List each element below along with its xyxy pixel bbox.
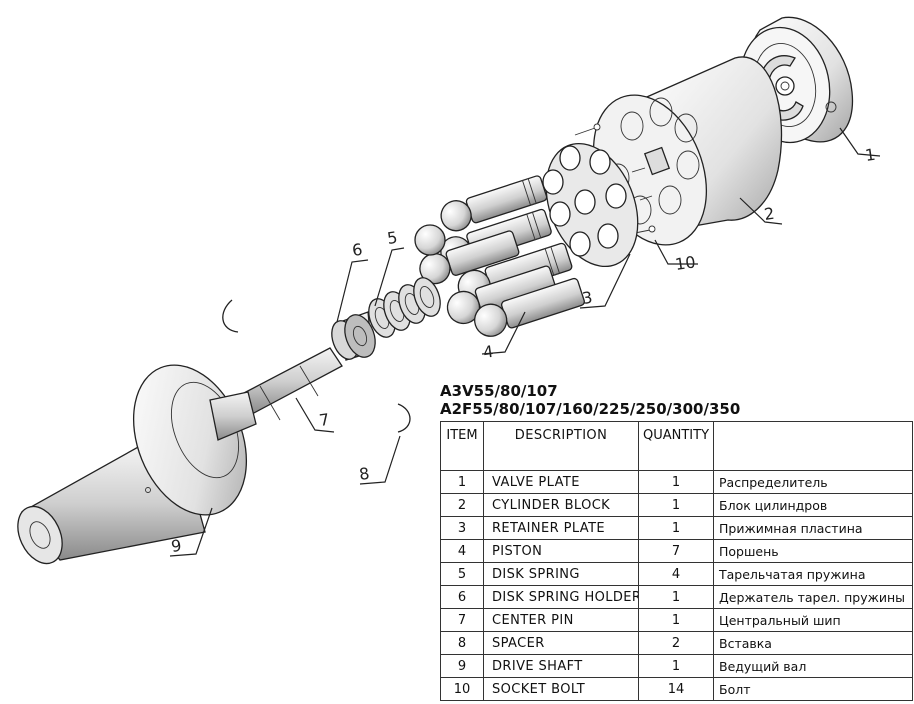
item-cell: 3 (440, 516, 484, 540)
quantity-cell: 4 (638, 562, 714, 586)
description-cell: VALVE PLATE (483, 470, 639, 494)
description-cell: DRIVE SHAFT (483, 654, 639, 678)
callout-3: 3 (581, 288, 594, 308)
callout-1: 1 (864, 145, 877, 165)
description-cell: DISK SPRING (483, 562, 639, 586)
item-cell: 9 (440, 654, 484, 678)
disk-spring-holder-part (331, 311, 376, 361)
russian-name-cell: Болт (713, 677, 913, 701)
quantity-cell: 1 (638, 516, 714, 540)
russian-name-cell: Вставка (713, 631, 913, 655)
callout-8: 8 (358, 464, 371, 484)
item-cell: 2 (440, 493, 484, 517)
spacer-part (222, 299, 411, 433)
russian-name-cell: Блок цилиндров (713, 493, 913, 517)
description-cell: CYLINDER BLOCK (483, 493, 639, 517)
russian-name-cell: Держатель тарел. пружины (713, 585, 913, 609)
russian-name-cell: Поршень (713, 539, 913, 563)
item-cell: 10 (440, 677, 484, 701)
description-cell: CENTER PIN (483, 608, 639, 632)
leader-lines (169, 127, 881, 557)
russian-name-cell: Тарельчатая пружина (713, 562, 913, 586)
item-cell: 5 (440, 562, 484, 586)
retainer-plate-part (542, 142, 639, 268)
item-cell: 6 (440, 585, 484, 609)
description-cell: RETAINER PLATE (483, 516, 639, 540)
disk-spring-part (368, 277, 441, 338)
callout-labels: 1 2 3 4 5 6 7 8 9 10 (170, 145, 877, 556)
item-cell: 1 (440, 470, 484, 494)
russian-name-cell: Ведущий вал (713, 654, 913, 678)
quantity-cell: 1 (638, 654, 714, 678)
header-russian (713, 421, 913, 471)
callout-4: 4 (482, 342, 495, 362)
drive-shaft-part (17, 364, 257, 565)
header-item: ITEM (440, 421, 484, 471)
item-cell: 8 (440, 631, 484, 655)
quantity-cell: 7 (638, 539, 714, 563)
quantity-cell: 1 (638, 608, 714, 632)
socket-bolt-part (574, 123, 656, 236)
table-header-row: ITEM DESCRIPTION QUANTITY (440, 421, 913, 471)
quantity-cell: 1 (638, 585, 714, 609)
item-cell: 4 (440, 539, 484, 563)
description-cell: PISTON (483, 539, 639, 563)
quantity-cell: 1 (638, 470, 714, 494)
callout-6: 6 (351, 240, 364, 260)
quantity-cell: 1 (638, 493, 714, 517)
russian-name-cell: Центральный шип (713, 608, 913, 632)
russian-name-cell: Прижимная пластина (713, 516, 913, 540)
description-cell: SPACER (483, 631, 639, 655)
callout-2: 2 (763, 204, 776, 224)
item-cell: 7 (440, 608, 484, 632)
callout-9: 9 (170, 536, 183, 556)
quantity-cell: 14 (638, 677, 714, 701)
callout-7: 7 (318, 410, 331, 430)
russian-name-cell: Распределитель (713, 470, 913, 494)
header-description: DESCRIPTION (483, 421, 639, 471)
piston-part (414, 175, 585, 337)
model-line-1: A3V55/80/107 (440, 382, 558, 400)
header-quantity: QUANTITY (638, 421, 714, 471)
description-cell: DISK SPRING HOLDER (483, 585, 639, 609)
callout-10: 10 (674, 252, 697, 274)
description-cell: SOCKET BOLT (483, 677, 639, 701)
callout-5: 5 (386, 228, 399, 248)
quantity-cell: 2 (638, 631, 714, 655)
model-line-2: A2F55/80/107/160/225/250/300/350 (440, 400, 741, 418)
